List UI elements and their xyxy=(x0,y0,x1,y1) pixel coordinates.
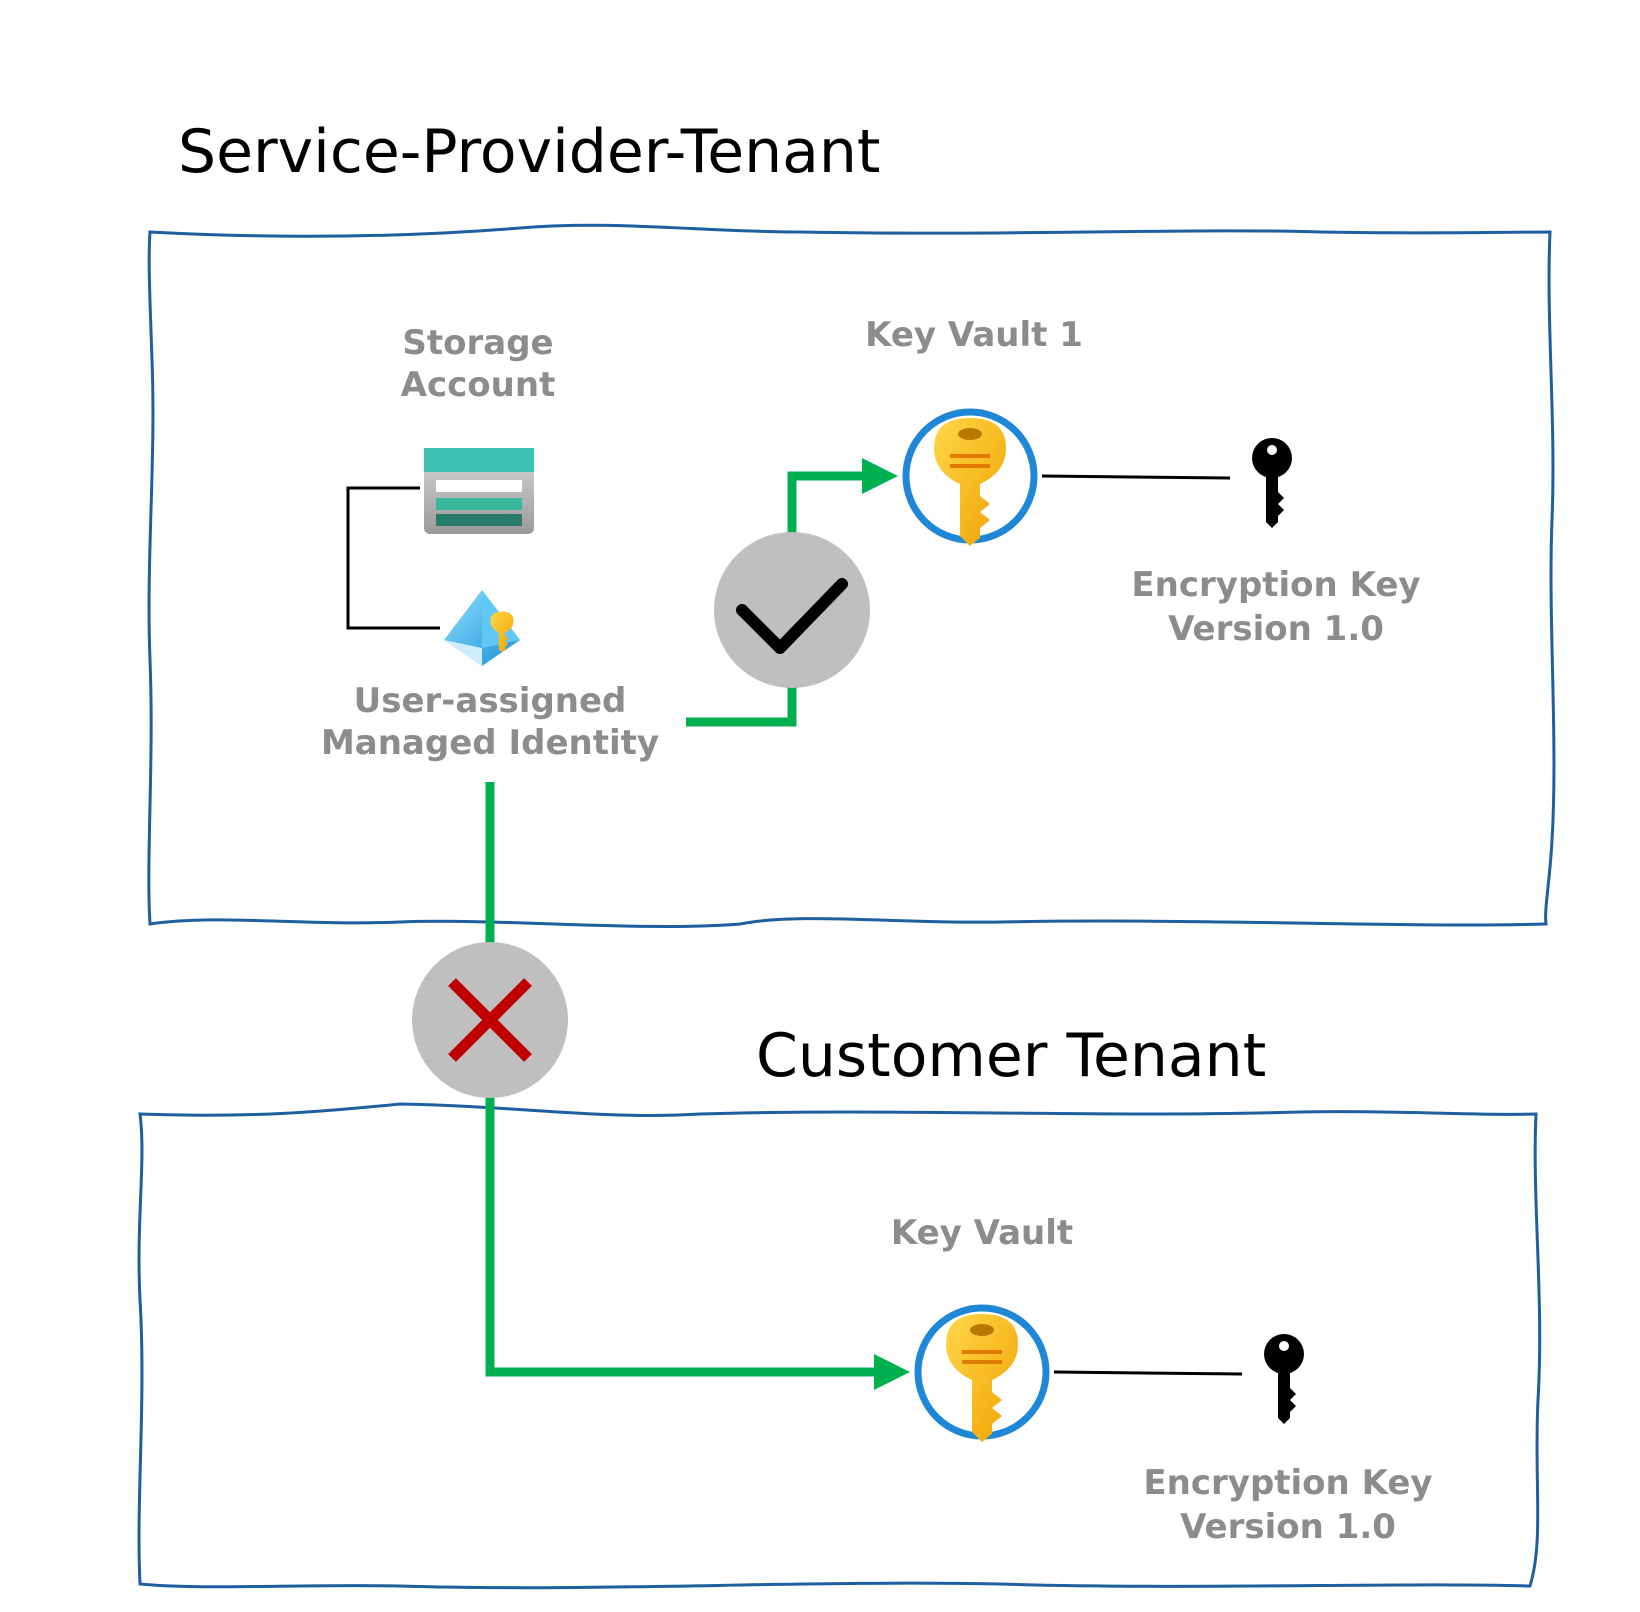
customer-tenant-box xyxy=(137,1102,1542,1590)
storage-identity-connector xyxy=(346,486,440,630)
checkmark-icon xyxy=(714,532,870,688)
encryption-key-1-label-1: Encryption Key xyxy=(1131,565,1420,605)
storage-account-icon xyxy=(424,448,534,534)
encryption-key-label-1: Encryption Key xyxy=(1143,1463,1432,1503)
storage-account-label-2: Account xyxy=(401,365,556,405)
key-vault-1-icon xyxy=(906,412,1034,546)
blocked-access-arrowhead xyxy=(874,1354,910,1390)
key-vault-1-label: Key Vault 1 xyxy=(865,315,1083,355)
managed-identity-icon xyxy=(444,590,520,666)
storage-account-label-1: Storage xyxy=(402,323,553,363)
customer-tenant-title: Customer Tenant xyxy=(756,1021,1266,1091)
key-vault-icon xyxy=(918,1308,1046,1442)
allowed-access-arrowhead xyxy=(862,458,898,494)
managed-identity-label-1: User-assigned xyxy=(354,681,627,721)
cross-icon xyxy=(412,942,568,1098)
key-vault-label: Key Vault xyxy=(891,1213,1073,1253)
vault-key-connector xyxy=(1053,1370,1243,1376)
encryption-key-1-label-2: Version 1.0 xyxy=(1168,609,1384,649)
provider-tenant-box xyxy=(147,223,1556,929)
encryption-key-1-icon xyxy=(1252,438,1292,528)
managed-identity-label-2: Managed Identity xyxy=(321,723,659,763)
provider-tenant-title: Service-Provider-Tenant xyxy=(178,117,880,187)
encryption-key-label-2: Version 1.0 xyxy=(1180,1507,1396,1547)
vault1-key-connector xyxy=(1041,474,1231,480)
encryption-key-icon xyxy=(1264,1334,1304,1424)
